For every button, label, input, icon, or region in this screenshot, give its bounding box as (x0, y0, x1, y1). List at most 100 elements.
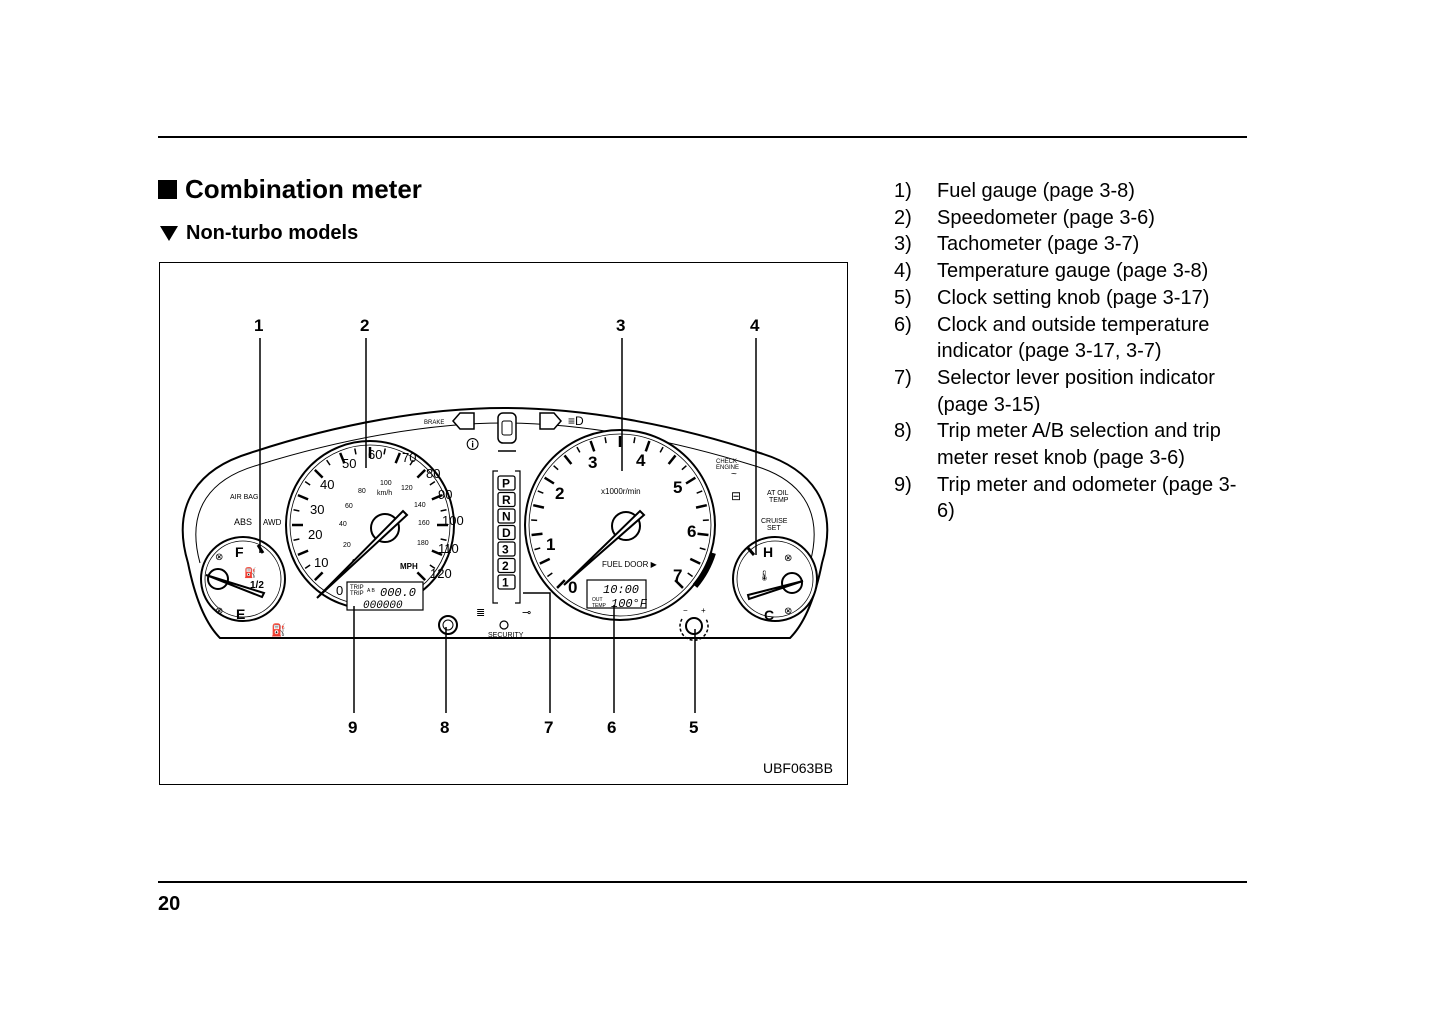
speedo-tick (297, 549, 309, 557)
legend-text: Selector lever position indicator (page … (937, 366, 1215, 416)
tacho-tick (697, 532, 709, 537)
out-temp-label-b: TEMP (592, 603, 607, 609)
square-bullet-icon (158, 180, 177, 199)
legend-item: 7)Selector lever position indicator (pag… (894, 365, 1254, 418)
legend-num: 8) (894, 420, 912, 443)
speedo-mph-80: 80 (426, 466, 440, 481)
trip-reset-knob[interactable] (438, 615, 458, 635)
tacho-tick (556, 579, 566, 589)
callout-8: 8 (440, 718, 449, 737)
cruise-set-label-b: SET (767, 525, 781, 532)
legend-text: Tachometer (page 3-7) (937, 233, 1140, 256)
footer-rule (158, 881, 1247, 883)
tacho-label-3: 3 (588, 453, 597, 472)
fuel-gauge-bezel (200, 536, 286, 622)
speedo-mph-unit: MPH (400, 562, 418, 571)
tacho-tick (659, 446, 664, 453)
tacho-tick (532, 503, 545, 509)
fuel-low-icon: ⛽ (271, 623, 286, 637)
gear-label-D: D (502, 526, 511, 540)
temp-gauge-bezel (732, 536, 818, 622)
header-rule (158, 136, 1247, 138)
legend-num: 6) (894, 313, 912, 336)
tacho-unit: x1000r/min (601, 487, 641, 496)
out-temp-label-a: OUT (592, 597, 603, 603)
tacho-tick (553, 465, 559, 471)
temperature-gauge: H C 🌡 ⊗ ⊗ (732, 536, 818, 623)
speedo-tick (383, 448, 386, 455)
cruise-set-label-a: CRUISE (761, 518, 788, 525)
temp-gauge-mark (746, 547, 756, 556)
at-oil-temp-label-a: AT OIL (767, 490, 789, 497)
abs-label: ABS (234, 517, 252, 527)
figure-code: UBF063BB (762, 760, 833, 776)
section-title: Combination meter (158, 174, 422, 205)
speedo-kmh-unit: km/h (377, 490, 392, 497)
speedo-tick (431, 549, 443, 557)
security-indicator (499, 620, 509, 630)
trip-ab-indicator: A B (367, 588, 375, 594)
clock-setting-knob[interactable] (685, 617, 703, 635)
speedo-tick (304, 564, 311, 569)
legend-text: Trip meter and odometer (page 3-6) (937, 473, 1237, 523)
tacho-tick (534, 547, 541, 551)
speedo-tick (429, 564, 436, 569)
turn-left-icon (452, 412, 475, 430)
tachometer-face (528, 433, 712, 617)
door-open-icon-inner (501, 420, 513, 436)
page-number: 20 (158, 893, 181, 915)
legend-list: 1)Fuel gauge (page 3-8) 2)Speedometer (p… (894, 178, 1254, 525)
fuel-gauge-x-icon-bottom: ⊗ (215, 606, 223, 617)
tacho-tick (576, 446, 581, 453)
tacho-tick (667, 454, 677, 465)
speedo-tick (409, 459, 414, 466)
legend-text: Trip meter A/B selection and trip meter … (937, 420, 1221, 470)
at-oil-temp-label-b: TEMP (769, 497, 789, 504)
fuel-gauge-full: F (235, 544, 244, 560)
tacho-tick (604, 437, 607, 444)
tacho-tick (689, 557, 701, 565)
car-security-icon: ⊸ (522, 607, 531, 619)
speedo-mph-30: 30 (310, 502, 324, 517)
legend-text: Clock setting knob (page 3-17) (937, 286, 1210, 309)
speedo-mph-90: 90 (438, 487, 452, 502)
speedo-mph-50: 50 (342, 456, 356, 471)
tacho-label-6: 6 (687, 522, 696, 541)
odometer-value: 000000 (363, 600, 403, 612)
speedo-tick (297, 493, 309, 501)
high-beam-icon: ≣ (476, 607, 485, 619)
subsection-title-text: Non-turbo models (186, 222, 359, 244)
speedo-mph-60: 60 (368, 447, 382, 462)
tacho-redline (692, 552, 716, 588)
tacho-label-7: 7 (673, 566, 682, 585)
callout-2: 2 (360, 316, 369, 335)
speedo-tick (440, 538, 447, 541)
fuel-gauge-empty: E (236, 606, 245, 622)
callout-4: 4 (750, 316, 760, 335)
out-temp-value: 100°F (611, 597, 648, 611)
tacho-label-5: 5 (673, 478, 682, 497)
fuel-gauge-needle (205, 574, 266, 599)
legend-item: 4)Temperature gauge (page 3-8) (894, 258, 1254, 285)
tacho-label-1: 1 (546, 535, 555, 554)
callout-5: 5 (689, 718, 698, 737)
speedo-tick (313, 571, 324, 582)
legend-text: Fuel gauge (page 3-8) (937, 180, 1135, 202)
cluster-outline (181, 406, 829, 639)
tacho-tick (685, 476, 697, 485)
temp-gauge-needle (746, 580, 804, 601)
legend-text: Temperature gauge (page 3-8) (937, 260, 1209, 283)
gear-box-2 (497, 557, 516, 574)
speedo-tick (429, 481, 436, 486)
legend-item: 6)Clock and outside temperature indicato… (894, 312, 1254, 365)
callout-6: 6 (607, 718, 616, 737)
speedo-mph-0: 0 (336, 583, 343, 598)
callout-1: 1 (254, 316, 263, 335)
legend-text: Speedometer (page 3-6) (937, 206, 1155, 229)
speedo-kmh-180: 180 (417, 540, 429, 547)
gear-box-3 (497, 541, 516, 557)
fuel-gauge-half: 1/2 (250, 580, 264, 591)
speedo-tick (293, 509, 300, 512)
speedo-kmh-160: 160 (418, 520, 430, 527)
tacho-tick (674, 579, 684, 589)
